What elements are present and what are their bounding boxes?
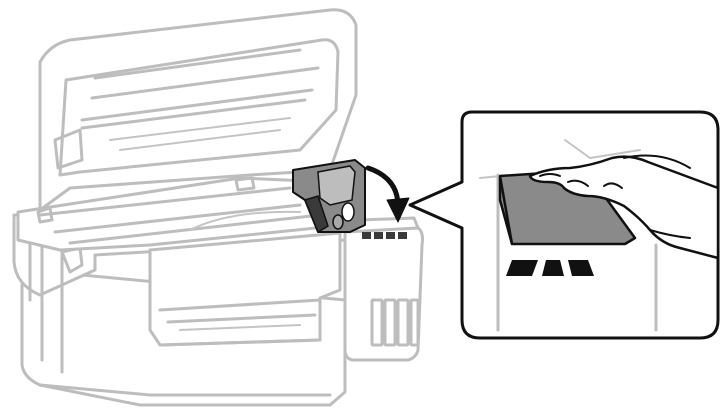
scanner-glass-lower — [80, 88, 314, 130]
carriage-rail-2 — [53, 203, 302, 234]
roller-curve — [189, 210, 301, 231]
scanner-lid-inner-frame — [58, 38, 340, 177]
printer-base-front-edge — [38, 383, 332, 397]
carriage-rail-1 — [38, 186, 292, 217]
finger-nail — [539, 173, 561, 177]
callout-tank-top-edge — [564, 139, 641, 159]
detail-callout — [408, 110, 720, 340]
scanner-lid-hinge — [53, 128, 84, 170]
indicator-mark-2 — [542, 260, 564, 276]
indicator-marks — [506, 260, 594, 276]
ink-tank-window — [370, 298, 420, 347]
ink-slot-4 — [398, 232, 407, 239]
ink-tank-cover-hinge — [303, 195, 329, 234]
hand-outline — [623, 154, 691, 239]
scanner-glass-upper — [90, 48, 320, 100]
curved-arrow-head — [386, 197, 410, 223]
ink-slot-1 — [362, 232, 371, 239]
indicator-mark-3 — [568, 260, 594, 276]
interior-clip-center — [234, 176, 256, 192]
callout-tank-top-line — [479, 175, 501, 179]
scanner-lid — [38, 8, 358, 212]
ink-tank-cap-2 — [332, 214, 344, 230]
output-tray-slot — [179, 324, 301, 331]
ink-slot-3 — [386, 232, 395, 239]
ink-tank-slots — [362, 232, 407, 239]
interior-clip-left — [36, 206, 54, 224]
callout-detail — [479, 139, 720, 332]
finger — [528, 155, 720, 260]
ink-tank-window-1 — [370, 298, 384, 347]
finger-knuckle — [567, 179, 623, 189]
printer-body — [12, 8, 358, 407]
carriage-rail-3 — [68, 213, 322, 245]
ink-slot-2 — [374, 232, 383, 239]
callout-cover-front — [498, 175, 514, 245]
indicator-mark-1 — [506, 260, 538, 276]
close-cover-arrow — [365, 165, 410, 223]
ink-tank-window-2 — [383, 298, 397, 347]
ink-tank-window-4 — [409, 298, 420, 347]
ink-tank-unit — [292, 159, 424, 362]
scanner-glass-detail — [109, 117, 291, 151]
ink-tank-cap — [341, 202, 355, 222]
ink-tank-cover-highlight — [317, 165, 356, 206]
output-tray — [158, 298, 322, 347]
ink-tank-window-3 — [396, 298, 410, 347]
